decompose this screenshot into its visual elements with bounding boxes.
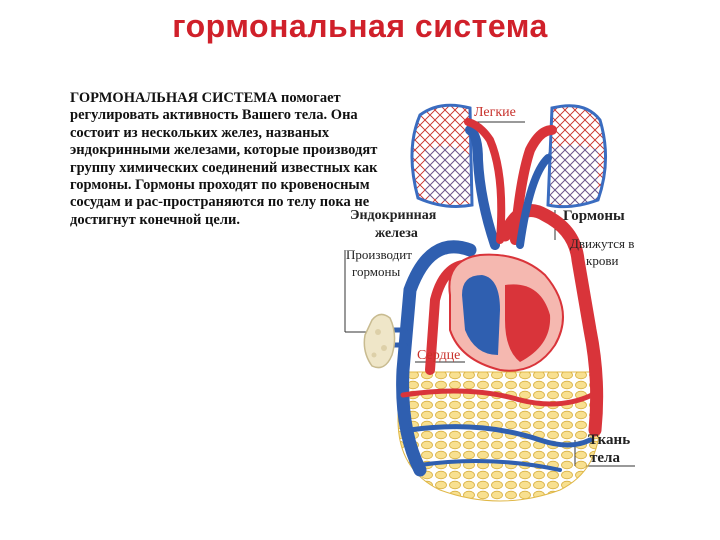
label-move-line1: Движутся в [570,236,635,251]
page-title: гормональная система [172,8,548,44]
description-text: ГОРМОНАЛЬНАЯ СИСТЕМА помогает регулирова… [70,90,378,228]
heart [448,253,564,372]
label-move-line2: крови [586,253,619,268]
label-produces-line1: Производит [346,247,412,262]
label-heart: Сердце [417,348,461,363]
label-gland-line2: железа [375,226,418,241]
label-tissue-line1: Ткань [588,432,631,448]
label-lungs: Легкие [474,105,516,120]
blood-vessels [389,118,604,477]
label-tissue-line2: тела [590,450,620,466]
lungs [410,103,607,209]
label-produces-line2: гормоны [352,264,401,279]
endocrine-gland [363,313,396,369]
label-gland-line1: Эндокринная [350,208,437,223]
label-hormones: Гормоны [563,208,625,224]
